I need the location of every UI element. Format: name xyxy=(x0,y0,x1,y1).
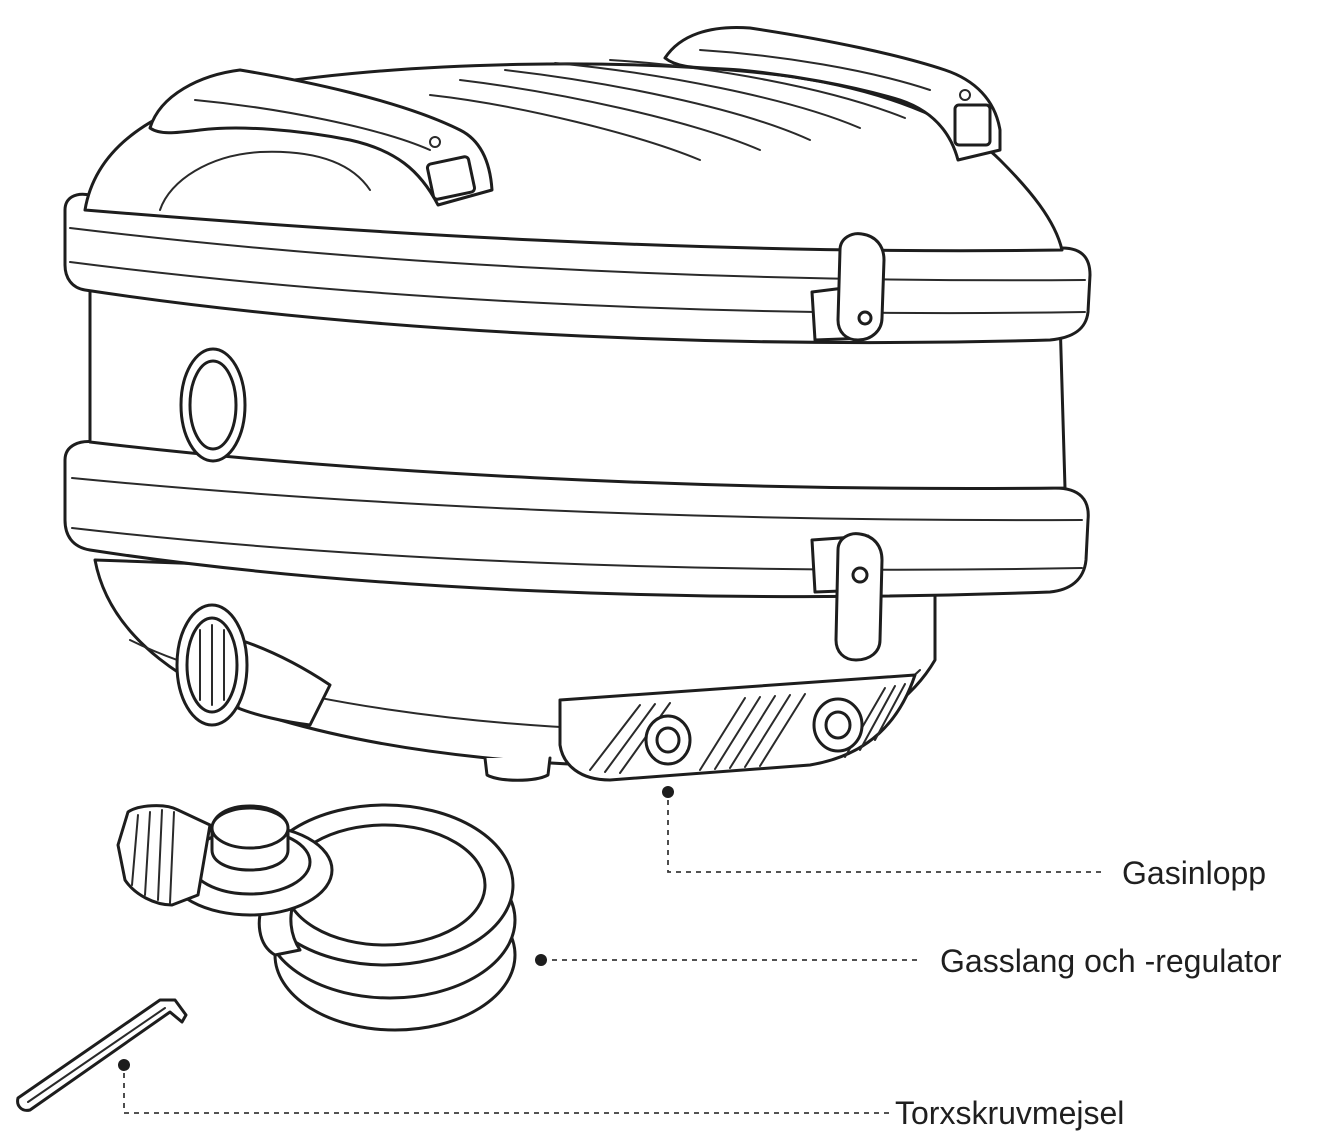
leader-line xyxy=(667,800,1102,873)
gas-inlet-label: Gasinlopp xyxy=(1122,855,1266,891)
torx-screwdriver-illustration xyxy=(16,998,188,1112)
callout-dot xyxy=(662,786,674,798)
callout-gas-inlet: Gasinlopp xyxy=(662,786,1266,891)
callout-hose-regulator: Gasslang och -regulator xyxy=(535,943,1282,979)
gas-hose-regulator-illustration xyxy=(116,803,517,1032)
torx-screwdriver-label: Torxskruvmejsel xyxy=(895,1095,1124,1131)
appliance-illustration xyxy=(63,25,1092,782)
leader-line xyxy=(123,1073,893,1114)
hose-regulator-label: Gasslang och -regulator xyxy=(940,943,1282,979)
callout-dot xyxy=(118,1059,130,1071)
callout-dot xyxy=(535,954,547,966)
callout-torx-screwdriver: Torxskruvmejsel xyxy=(118,1059,1124,1131)
